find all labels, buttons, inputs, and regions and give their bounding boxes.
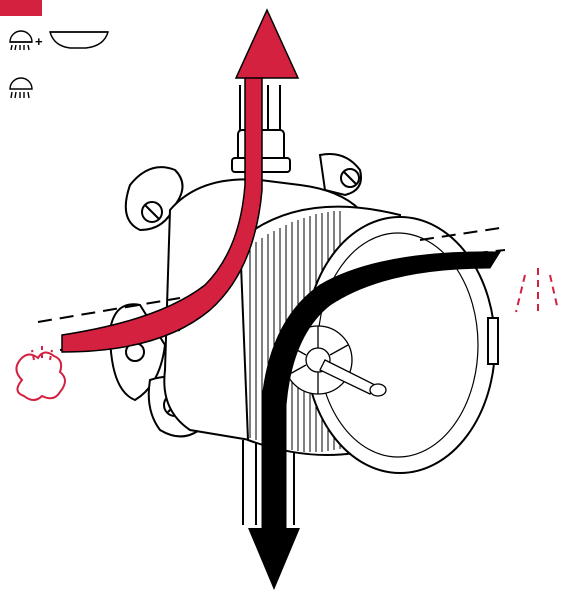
steam-cloud-icon	[15, 346, 66, 401]
red-flow-arrow	[61, 8, 300, 353]
shower-spray-icon	[515, 268, 559, 315]
legend-item-shower-bath: +	[9, 30, 109, 51]
black-flow-arrow	[248, 251, 501, 590]
plus-icon: +	[35, 34, 43, 49]
shower-head-icon	[9, 30, 33, 51]
legend-item-shower	[9, 77, 33, 99]
red-corner-tab	[0, 0, 42, 16]
red-arrowhead	[234, 8, 300, 79]
shower-head-icon	[9, 77, 33, 99]
black-arrowhead	[248, 528, 300, 590]
bathtub-icon	[49, 31, 109, 49]
